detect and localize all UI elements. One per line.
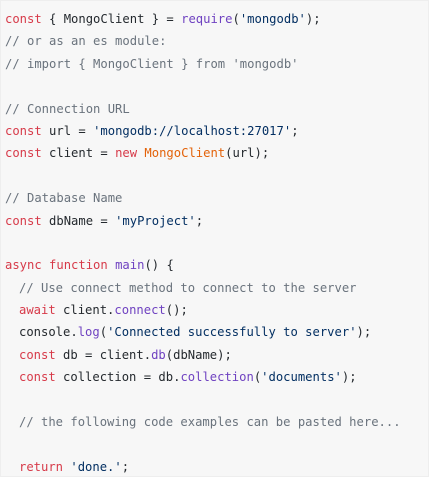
code-line: const collection = db.collection('docume… bbox=[5, 366, 428, 388]
comment-token: // import { MongoClient } from 'mongodb' bbox=[5, 56, 299, 71]
code-line: console.log('Connected successfully to s… bbox=[5, 321, 428, 343]
code-line: ​ bbox=[5, 165, 428, 187]
function-token: require bbox=[181, 12, 233, 26]
plain-token: ); bbox=[341, 370, 357, 385]
string-token: 'mongodb' bbox=[239, 12, 306, 26]
code-line: // the following code examples can be pa… bbox=[5, 411, 428, 433]
string-token: 'documents' bbox=[261, 370, 342, 385]
plain-token: (); bbox=[165, 303, 188, 318]
plain-token: ( bbox=[232, 12, 240, 26]
plain-token: (dbName); bbox=[165, 347, 232, 362]
code-line: const url = 'mongodb://localhost:27017'; bbox=[5, 120, 428, 142]
keyword-token: async bbox=[5, 258, 42, 273]
plain-token: url = bbox=[41, 123, 94, 138]
keyword-token: const bbox=[5, 213, 42, 228]
comment-token: // Database Name bbox=[5, 191, 123, 206]
keyword-token: const bbox=[5, 146, 42, 161]
keyword-token: const bbox=[5, 12, 42, 26]
plain-token: () { bbox=[144, 258, 174, 273]
plain-token bbox=[42, 258, 49, 272]
code-line: await client.connect(); bbox=[5, 299, 428, 321]
function-token: log bbox=[77, 325, 100, 340]
string-token: 'Connected successfully to server' bbox=[107, 325, 357, 340]
code-line: const client = new MongoClient(url); bbox=[5, 142, 428, 164]
string-token: 'myProject' bbox=[115, 213, 196, 228]
keyword-token: new bbox=[115, 146, 138, 161]
plain-token: collection = db. bbox=[55, 370, 181, 385]
keyword-token: const bbox=[19, 370, 56, 385]
plain-token: (url); bbox=[225, 146, 270, 161]
keyword-token: function bbox=[49, 258, 108, 273]
keyword-token: const bbox=[5, 123, 42, 138]
comment-token: // or as an es module: bbox=[5, 34, 167, 49]
function-token: main bbox=[115, 258, 145, 273]
code-line: async function main() { bbox=[5, 254, 428, 276]
code-line: // import { MongoClient } from 'mongodb' bbox=[5, 53, 428, 75]
plain-token: ( bbox=[99, 325, 108, 340]
code-line: ​ bbox=[5, 232, 428, 254]
plain-token: db = client. bbox=[55, 347, 152, 362]
code-line: ​ bbox=[5, 389, 428, 411]
plain-token: ; bbox=[291, 123, 299, 138]
comment-token: // the following code examples can be pa… bbox=[19, 415, 401, 430]
code-line: // Use connect method to connect to the … bbox=[5, 277, 428, 299]
string-token: 'mongodb://localhost:27017' bbox=[93, 123, 292, 138]
plain-token: client. bbox=[55, 303, 115, 318]
code-line: return 'done.'; bbox=[5, 456, 428, 476]
plain-token: ; bbox=[121, 459, 130, 474]
class-token: MongoClient bbox=[144, 146, 226, 161]
plain-token: client = bbox=[41, 146, 116, 161]
string-token: 'done.' bbox=[70, 459, 122, 474]
keyword-token: return bbox=[19, 459, 64, 474]
function-token: connect bbox=[114, 303, 166, 318]
keyword-token: const bbox=[19, 347, 56, 362]
code-line: ​ bbox=[5, 433, 428, 455]
plain-token: console. bbox=[19, 325, 78, 340]
comment-token: // Use connect method to connect to the … bbox=[19, 280, 357, 295]
plain-token: ); bbox=[356, 325, 372, 340]
code-line: const { MongoClient } = require('mongodb… bbox=[5, 8, 428, 30]
code-line: const db = client.db(dbName); bbox=[5, 344, 428, 366]
function-token: collection bbox=[180, 370, 254, 385]
function-token: db bbox=[151, 347, 166, 362]
comment-token: // Connection URL bbox=[5, 101, 130, 116]
keyword-token: await bbox=[19, 303, 56, 318]
plain-token: ( bbox=[253, 370, 262, 385]
code-line: // or as an es module: bbox=[5, 30, 428, 52]
plain-token: dbName = bbox=[41, 213, 116, 228]
code-line: ​ bbox=[5, 75, 428, 97]
plain-token: { MongoClient } = bbox=[41, 12, 182, 26]
code-line: // Connection URL bbox=[5, 98, 428, 120]
plain-token: ); bbox=[305, 12, 321, 26]
code-line: // Database Name bbox=[5, 187, 428, 209]
plain-token: ; bbox=[195, 213, 204, 228]
code-line: const dbName = 'myProject'; bbox=[5, 210, 428, 232]
plain-token bbox=[108, 258, 115, 272]
